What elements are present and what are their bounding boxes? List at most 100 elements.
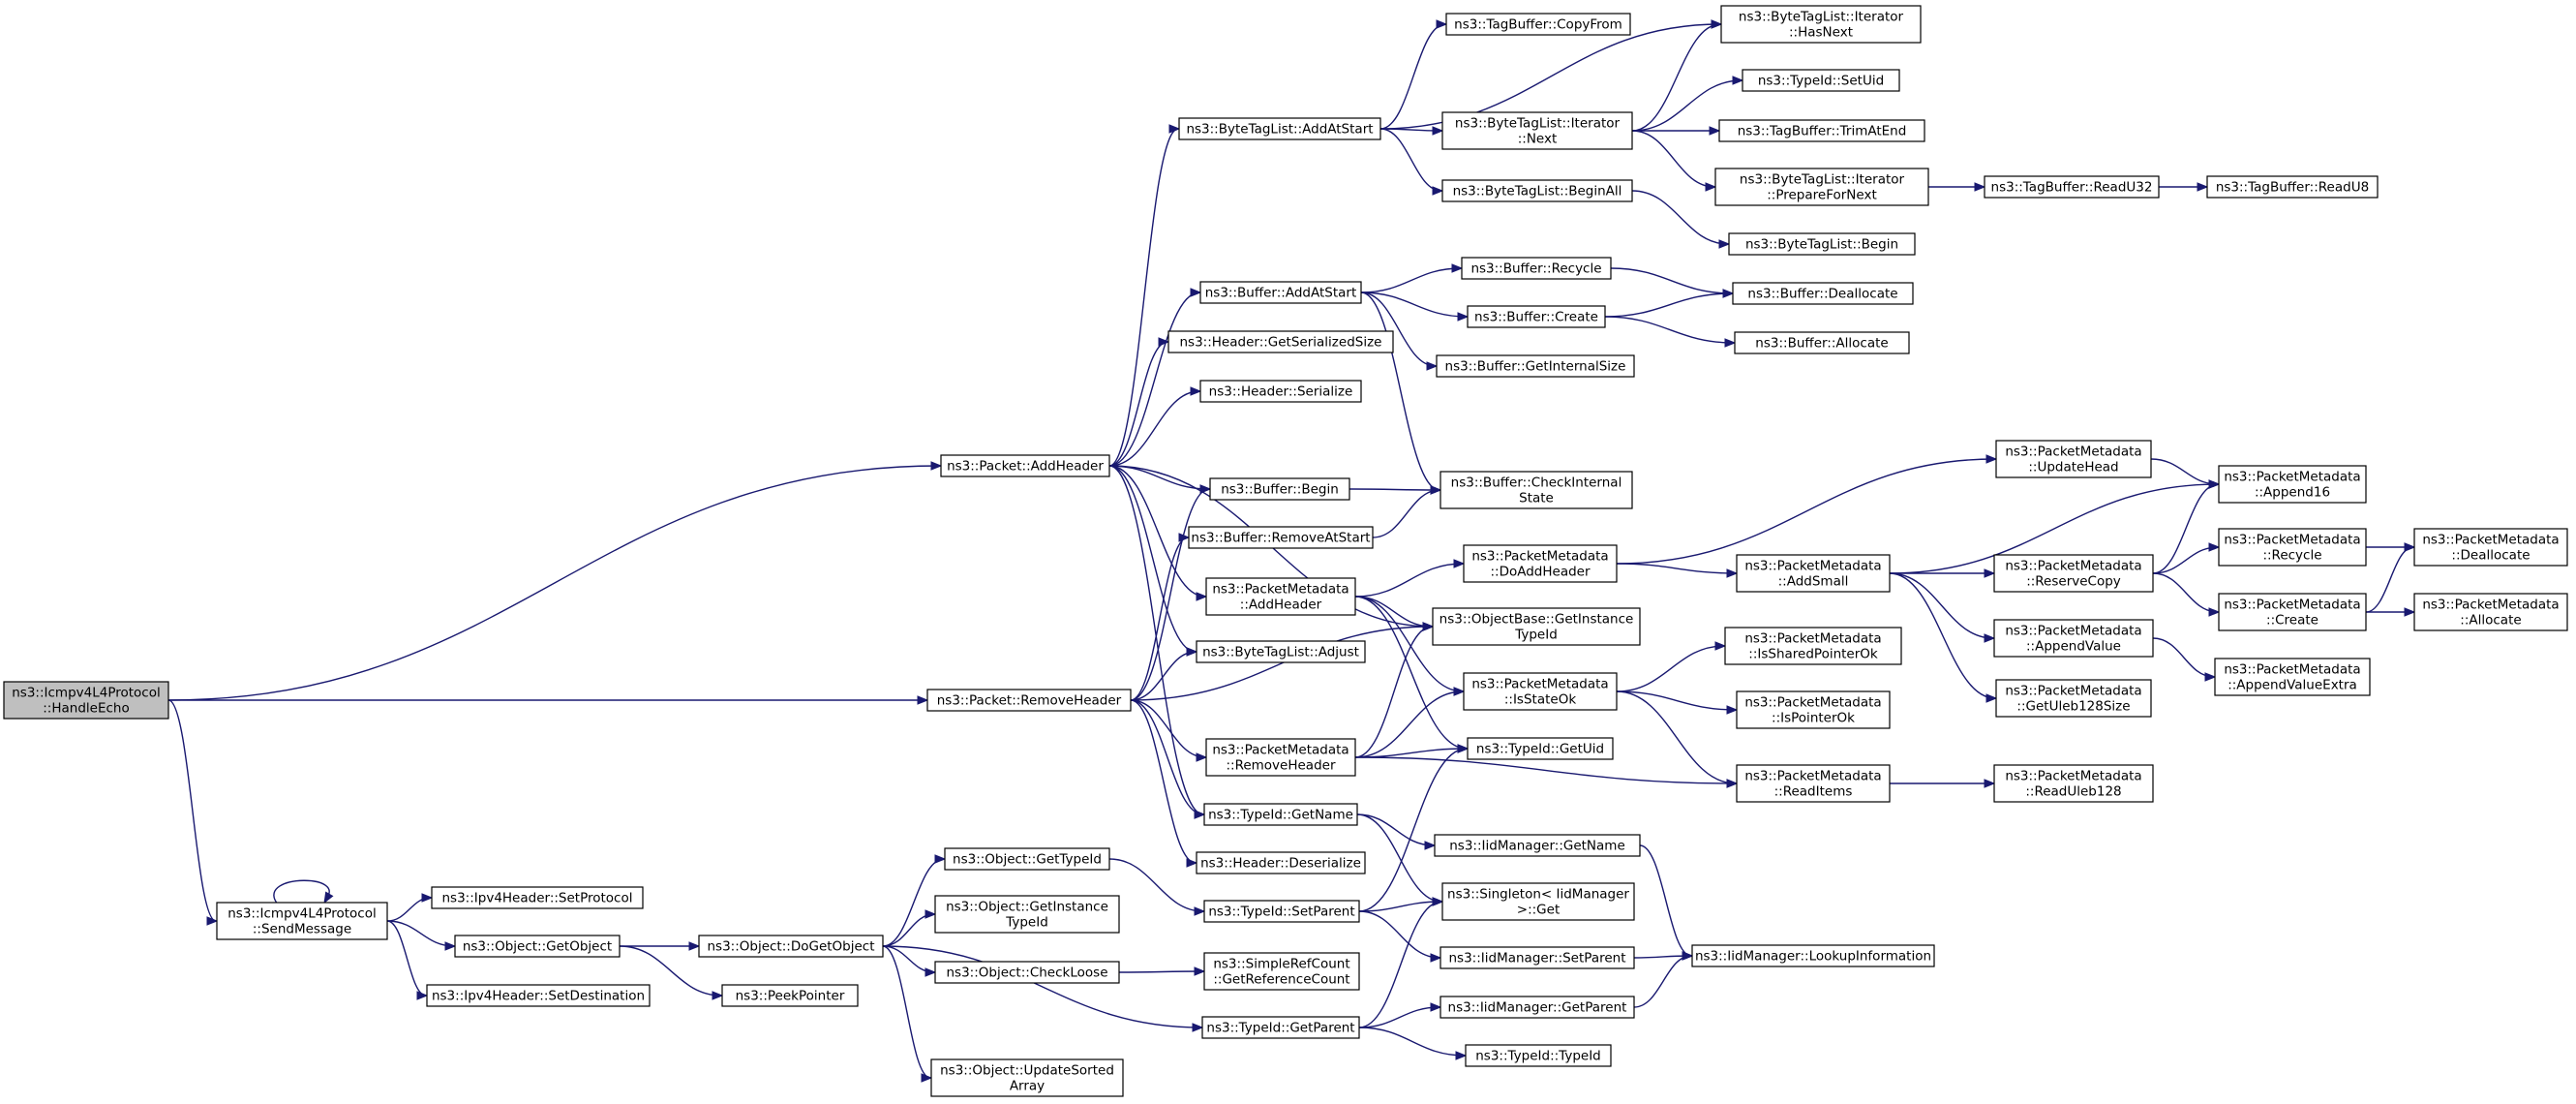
edge-line <box>1358 748 1468 912</box>
node-box <box>2218 465 2367 504</box>
edge-send-message-to-send-message <box>273 879 334 905</box>
arrow-head-icon <box>1186 858 1198 868</box>
node-hdr-deserialize[interactable]: ns3::Header::Deserialize <box>1196 851 1366 874</box>
node-pmis-pointer-ok[interactable]: ns3::PacketMetadata::IsPointerOk <box>1736 690 1891 729</box>
node-buf-get-internal-size[interactable]: ns3::Buffer::GetInternalSize <box>1436 354 1635 378</box>
node-pmappend-value-extra[interactable]: ns3::PacketMetadata::AppendValueExtra <box>2214 658 2371 696</box>
node-box <box>940 454 1110 477</box>
node-buf-create[interactable]: ns3::Buffer::Create <box>1467 305 1606 328</box>
node-check-loose[interactable]: ns3::Object::CheckLoose <box>934 961 1120 984</box>
node-get-object[interactable]: ns3::Object::GetObject <box>454 935 621 958</box>
node-pmdo-add-header[interactable]: ns3::PacketMetadata::DoAddHeader <box>1463 544 1618 583</box>
node-srcget-reference-count[interactable]: ns3::SimpleRefCount::GetReferenceCount <box>1203 952 1360 991</box>
node-tbtrim-at-end[interactable]: ns3::TagBuffer::TrimAtEnd <box>1718 119 1925 142</box>
node-label: ::PrepareForNext <box>1767 188 1877 203</box>
node-pmget-uleb128-size[interactable]: ns3::PacketMetadata::GetUleb128Size <box>1995 679 2152 718</box>
node-type-id-get-name[interactable]: ns3::TypeId::GetName <box>1203 803 1358 826</box>
edge-pmis-state-ok-to-pmis-shared-pointer-ok <box>1616 641 1727 692</box>
node-type-id-get-uid[interactable]: ns3::TypeId::GetUid <box>1467 737 1614 760</box>
node-pmallocate[interactable]: ns3::PacketMetadata::Allocate <box>2413 593 2568 631</box>
node-peek-pointer[interactable]: ns3::PeekPointer <box>721 984 859 1007</box>
edge-btliter-next-to-btliter-has-next <box>1631 19 1723 132</box>
node-send-message[interactable]: ns3::Icmpv4L4Protocol::SendMessage <box>216 902 388 940</box>
node-pmread-uleb128[interactable]: ns3::PacketMetadata::ReadUleb128 <box>1993 764 2154 803</box>
node-box <box>721 984 859 1007</box>
node-set-destination[interactable]: ns3::Ipv4Header::SetDestination <box>426 984 651 1007</box>
node-label: ::AppendValue <box>2026 639 2121 655</box>
node-box <box>1732 282 1914 305</box>
node-pmupdate-head[interactable]: ns3::PacketMetadata::UpdateHead <box>1995 440 2152 478</box>
node-buf-begin[interactable]: ns3::Buffer::Begin <box>1209 477 1350 501</box>
node-set-protocol[interactable]: ns3::Ipv4Header::SetProtocol <box>431 886 644 909</box>
node-pmadd-header[interactable]: ns3::PacketMetadata::AddHeader <box>1205 577 1356 616</box>
node-type-id-get-parent[interactable]: ns3::TypeId::GetParent <box>1201 1016 1360 1039</box>
node-remove-header[interactable]: ns3::Packet::RemoveHeader <box>926 689 1132 712</box>
node-tbcopy-from[interactable]: ns3::TagBuffer::CopyFrom <box>1445 13 1631 36</box>
node-label: ns3::PacketMetadata <box>2224 598 2360 613</box>
node-pmread-items[interactable]: ns3::PacketMetadata::ReadItems <box>1736 764 1891 803</box>
node-type-id-set-parent[interactable]: ns3::TypeId::SetParent <box>1203 900 1360 923</box>
node-buf-allocate[interactable]: ns3::Buffer::Allocate <box>1734 331 1910 354</box>
node-buf-recycle[interactable]: ns3::Buffer::Recycle <box>1461 257 1612 280</box>
node-label: ::Append16 <box>2255 485 2330 501</box>
arrow-head-icon <box>1158 337 1170 347</box>
node-add-header[interactable]: ns3::Packet::AddHeader <box>940 454 1110 477</box>
node-handle-echo[interactable]: ns3::Icmpv4L4Protocol::HandleEcho <box>3 681 169 720</box>
node-type-id-type-id[interactable]: ns3::TypeId::TypeId <box>1465 1044 1612 1067</box>
node-iid-set-parent[interactable]: ns3::IidManager::SetParent <box>1440 946 1635 969</box>
node-tbread-u32[interactable]: ns3::TagBuffer::ReadU32 <box>1984 175 2160 199</box>
node-pmreserve-copy[interactable]: ns3::PacketMetadata::ReserveCopy <box>1993 554 2154 593</box>
node-obj-get-type-id[interactable]: ns3::Object::GetTypeId <box>944 847 1110 871</box>
node-box <box>1436 354 1635 378</box>
node-iid-lookup-information[interactable]: ns3::IidManager::LookupInformation <box>1691 944 1935 967</box>
node-buf-deallocate[interactable]: ns3::Buffer::Deallocate <box>1732 282 1914 305</box>
node-pmappend-value[interactable]: ns3::PacketMetadata::AppendValue <box>1993 619 2154 658</box>
edge-line <box>1360 291 1468 318</box>
node-do-get-object[interactable]: ns3::Object::DoGetObject <box>698 935 884 958</box>
node-buf-add-at-start[interactable]: ns3::Buffer::AddAtStart <box>1199 281 1362 304</box>
node-hdr-get-serialized-size[interactable]: ns3::Header::GetSerializedSize <box>1167 330 1394 353</box>
node-box <box>1736 554 1891 593</box>
node-singleton-get[interactable]: ns3::Singleton< IidManager >::Get <box>1441 882 1635 921</box>
node-tbread-u8[interactable]: ns3::TagBuffer::ReadU8 <box>2206 175 2379 199</box>
node-pmis-state-ok[interactable]: ns3::PacketMetadata::IsStateOk <box>1463 672 1618 711</box>
node-pmremove-header[interactable]: ns3::PacketMetadata::RemoveHeader <box>1205 738 1356 777</box>
arrow-head-icon <box>1682 951 1694 961</box>
node-buf-remove-at-start[interactable]: ns3::Buffer::RemoveAtStart <box>1188 526 1374 549</box>
node-btlbegin[interactable]: ns3::ByteTagList::Begin <box>1728 232 1916 256</box>
node-hdr-serialize[interactable]: ns3::Header::Serialize <box>1199 380 1362 403</box>
node-btliter-prepare-for-next[interactable]: ns3::ByteTagList::Iterator::PrepareForNe… <box>1714 168 1929 206</box>
edge-line <box>882 945 931 1079</box>
arrow-head-icon <box>1985 454 1998 464</box>
node-btliter-next[interactable]: ns3::ByteTagList::Iterator::Next <box>1441 111 1633 150</box>
edge-line <box>1616 690 1737 711</box>
node-box <box>1440 996 1635 1019</box>
node-pmrecycle[interactable]: ns3::PacketMetadata::Recycle <box>2218 528 2367 567</box>
edge-line <box>1108 390 1200 467</box>
node-btliter-has-next[interactable]: ns3::ByteTagList::Iterator::HasNext <box>1720 5 1922 44</box>
node-type-id-set-uid[interactable]: ns3::TypeId::SetUid <box>1742 69 1900 92</box>
node-btladjust[interactable]: ns3::ByteTagList::Adjust <box>1196 640 1366 663</box>
edge-type-id-get-name-to-iid-get-name <box>1356 813 1437 850</box>
node-btladd-at-start[interactable]: ns3::ByteTagList::AddAtStart <box>1178 117 1381 140</box>
edge-line <box>1358 1027 1466 1057</box>
node-pmdeallocate[interactable]: ns3::PacketMetadata::Deallocate <box>2413 528 2568 567</box>
edge-type-id-set-parent-to-iid-set-parent <box>1358 910 1442 963</box>
node-pmcreate[interactable]: ns3::PacketMetadata::Create <box>2218 593 2367 631</box>
node-label: ::AddHeader <box>1240 598 1322 613</box>
node-pmis-shared-pointer-ok[interactable]: ns3::PacketMetadata::IsSharedPointerOk <box>1724 627 1902 665</box>
node-pmappend16[interactable]: ns3::PacketMetadata::Append16 <box>2218 465 2367 504</box>
edge-pmis-state-ok-to-pmis-pointer-ok <box>1616 690 1739 715</box>
node-iid-get-parent[interactable]: ns3::IidManager::GetParent <box>1440 996 1635 1019</box>
node-pmadd-small[interactable]: ns3::PacketMetadata::AddSmall <box>1736 554 1891 593</box>
node-iid-get-name[interactable]: ns3::IidManager::GetName <box>1434 834 1641 857</box>
node-label: ns3::TypeId::GetParent <box>1206 1021 1354 1036</box>
edge-add-header-to-buf-begin <box>1108 465 1212 494</box>
edge-buf-recycle-to-buf-deallocate <box>1610 267 1735 298</box>
edge-line <box>1354 756 1737 784</box>
node-btlbegin-all[interactable]: ns3::ByteTagList::BeginAll <box>1441 179 1633 202</box>
